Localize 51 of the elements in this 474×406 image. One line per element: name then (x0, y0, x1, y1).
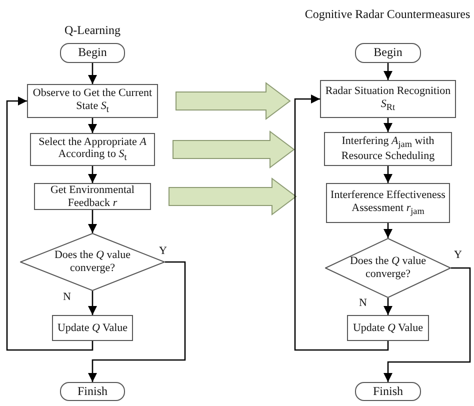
arrow (294, 94, 389, 351)
arrow (88, 261, 186, 382)
terminal-box (60, 382, 125, 401)
column-heading: Q-Learning (64, 24, 122, 38)
block-arrow (168, 178, 297, 216)
process-box (52, 315, 133, 341)
step-text: Interference Effectiveness Assessment r$_{jam}$ (330, 189, 446, 217)
step-text: Update Q Value (352, 322, 424, 334)
process-box (320, 80, 456, 118)
arrow (383, 166, 393, 183)
edge-label: Y (453, 250, 463, 261)
arrow (383, 298, 393, 315)
arrow (88, 210, 98, 233)
block-arrow (176, 82, 291, 120)
arrow (383, 267, 471, 382)
step-text: Does the Q value converge? (348, 255, 428, 281)
step-text: Interfering A$_{jam}$ with Resource Scheduling (340, 135, 436, 163)
step-text: Begin (372, 46, 404, 60)
process-box (34, 183, 151, 210)
edge-label: Y (158, 246, 168, 257)
decision-diamond (20, 233, 165, 291)
arrow (383, 118, 393, 132)
arrow (383, 63, 393, 80)
process-box (324, 132, 452, 166)
step-text: Begin (77, 46, 108, 60)
terminal-box (60, 43, 125, 63)
block-arrow (172, 130, 295, 168)
step-text: Finish (76, 384, 108, 398)
column-heading: Cognitive Radar Countermeasures (304, 8, 472, 22)
step-text: Does the Q value converge? (53, 249, 132, 275)
process-box (326, 183, 450, 223)
arrow (88, 166, 98, 183)
step-text: Get Environmental Feedback r (49, 184, 136, 210)
step-text: Radar Situation Recognition S$_{Rt}$ (324, 85, 452, 113)
terminal-box (355, 43, 421, 63)
arrow (88, 291, 98, 315)
edge-label: N (358, 298, 368, 309)
arrow (383, 223, 393, 238)
step-text: Finish (372, 384, 404, 398)
arrow (6, 96, 94, 351)
process-box (27, 84, 158, 118)
decision-diamond (325, 238, 451, 298)
process-box (347, 315, 429, 341)
edge-label: N (62, 292, 72, 303)
arrow (88, 63, 98, 84)
step-text: Select the Appropriate A According to S$_{t}$ (38, 136, 148, 164)
step-text: Update Q Value (56, 322, 129, 334)
process-box (30, 133, 155, 166)
arrow (88, 118, 98, 133)
terminal-box (355, 382, 421, 401)
step-text: Observe to Get the Current State S$_{t}$ (32, 87, 154, 115)
